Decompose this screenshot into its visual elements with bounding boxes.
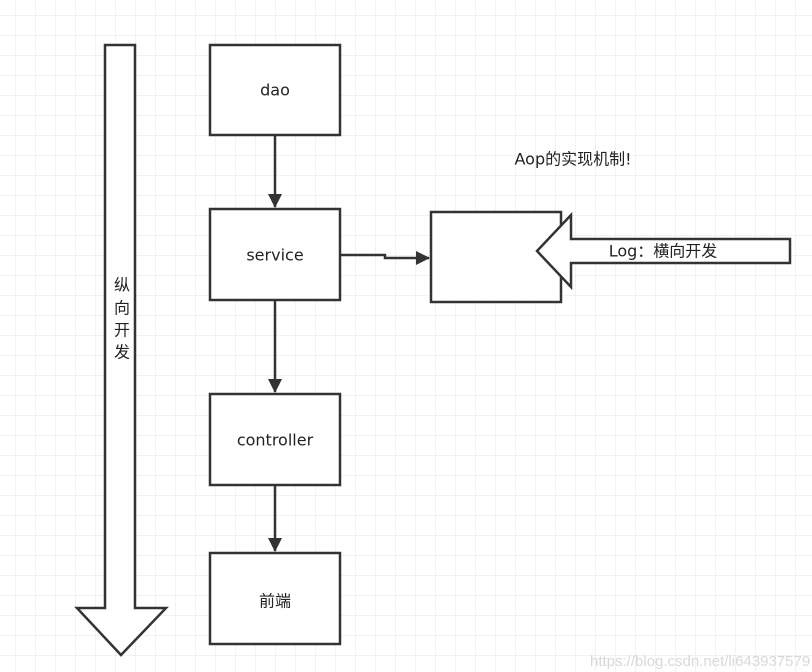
node-label: dao — [260, 81, 290, 100]
node-aspect — [429, 210, 563, 304]
node-label: service — [246, 246, 303, 265]
vertical-development-arrow: 纵 向 开 发 — [74, 43, 169, 657]
vertical-label-char: 向 — [114, 299, 130, 318]
node-frontend: 前端 — [208, 551, 342, 646]
vertical-label-char: 开 — [114, 321, 130, 340]
vertical-label-char: 发 — [114, 343, 130, 362]
log-horizontal-arrow: Log：横向开发 — [535, 211, 792, 291]
watermark: https://blog.csdn.net/li643937579 — [590, 653, 810, 670]
node-label: controller — [237, 431, 314, 450]
node-service: service — [208, 207, 342, 302]
node-controller: controller — [208, 392, 342, 487]
edge-service-aspect — [340, 251, 430, 265]
aop-title: Aop的实现机制! — [514, 150, 631, 169]
log-arrow-label: Log：横向开发 — [609, 242, 718, 261]
vertical-label-char: 纵 — [114, 276, 130, 295]
node-label: 前端 — [259, 592, 291, 611]
node-dao: dao — [208, 43, 342, 137]
